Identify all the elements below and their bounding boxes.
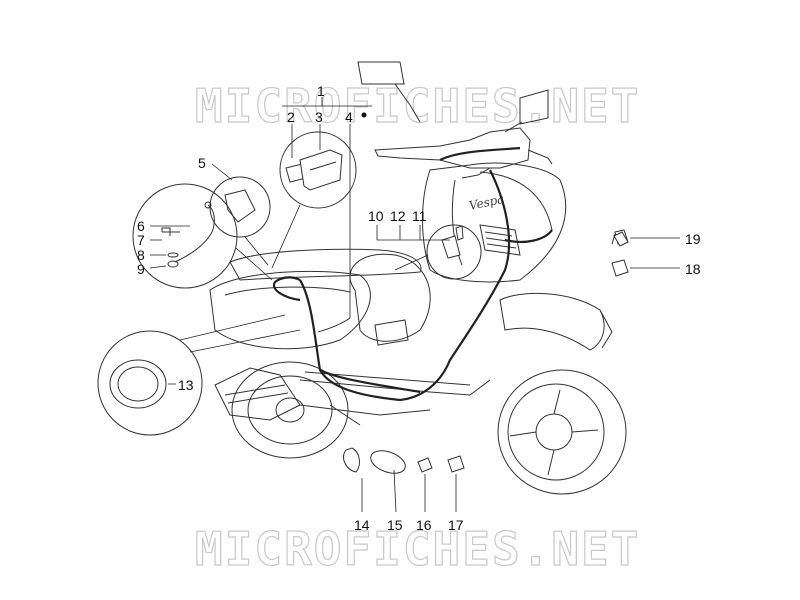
callout-15: 15 xyxy=(387,517,403,533)
washer-part xyxy=(167,252,179,258)
callout-13: 13 xyxy=(178,377,194,393)
cable-tie-part-14 xyxy=(343,447,360,473)
callout-17: 17 xyxy=(448,517,464,533)
nut-part xyxy=(167,260,179,268)
clip-part-17 xyxy=(447,455,465,473)
clamp-part-15 xyxy=(370,450,406,474)
leader-lines xyxy=(149,97,680,513)
callout-11: 11 xyxy=(412,208,427,224)
watermark-top: MICROFICHES.NET xyxy=(195,79,640,133)
connector-part-18 xyxy=(611,259,629,277)
watermark-bottom: MICROFICHES.NET xyxy=(195,522,640,576)
bolt-part xyxy=(455,225,464,241)
callout-12: 12 xyxy=(390,208,406,224)
callout-19: 19 xyxy=(685,231,701,247)
callout-7: 7 xyxy=(137,232,145,248)
loose-parts xyxy=(343,229,629,474)
bracket-part xyxy=(224,189,256,223)
wiring-harness xyxy=(272,146,553,402)
clip-part-16 xyxy=(417,457,433,473)
ground-cable-part xyxy=(174,204,215,263)
callout-4: 4 xyxy=(345,109,353,125)
callout-8: 8 xyxy=(137,247,145,263)
callout-16: 16 xyxy=(416,517,432,533)
screw-part xyxy=(161,227,180,236)
detail-circle-ecu xyxy=(271,131,357,269)
ecu-module-part xyxy=(299,149,343,191)
detail-circle-grommet xyxy=(97,314,301,436)
callout-6: 6 xyxy=(137,218,145,234)
detail-circle-ground xyxy=(132,183,273,289)
clip-part xyxy=(441,235,461,259)
detail-circle-bolt xyxy=(394,224,482,280)
callout-2: 2 xyxy=(287,109,295,125)
callout-3: 3 xyxy=(315,109,323,125)
callout-18: 18 xyxy=(685,261,701,277)
callout-14: 14 xyxy=(354,517,370,533)
callout-5: 5 xyxy=(198,155,206,171)
callout-numbers: 1 2 3 4 5 6 7 8 9 10 11 12 13 14 15 16 1… xyxy=(137,83,701,533)
callout-10: 10 xyxy=(368,208,384,224)
callout-1: 1 xyxy=(317,83,325,99)
callout-9: 9 xyxy=(137,261,145,277)
grommet-part xyxy=(109,359,167,409)
